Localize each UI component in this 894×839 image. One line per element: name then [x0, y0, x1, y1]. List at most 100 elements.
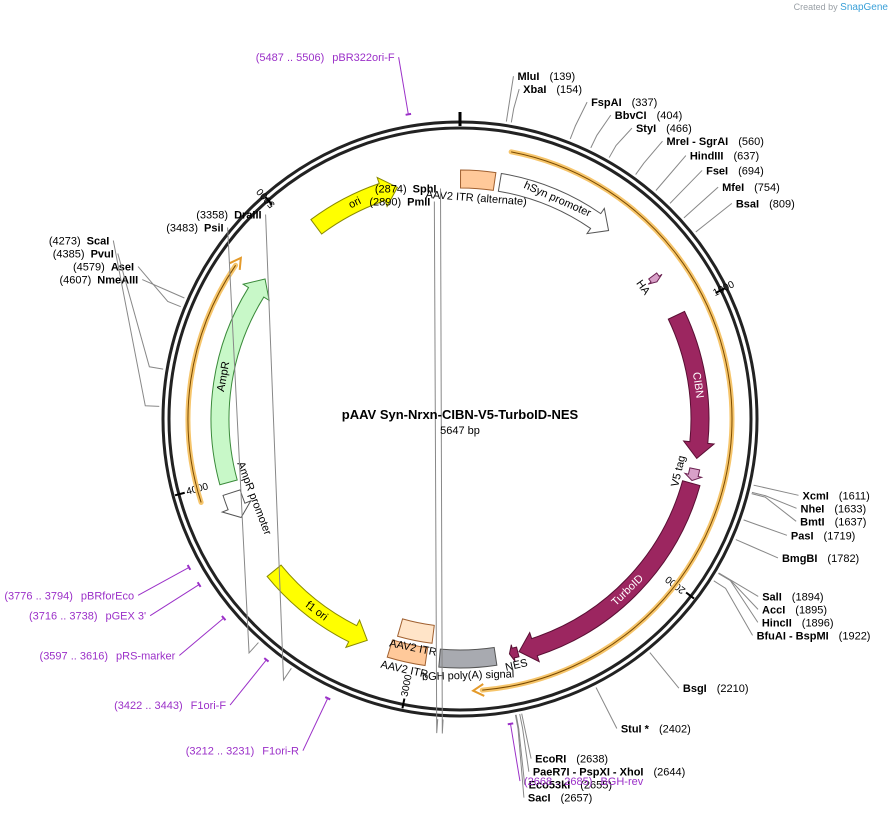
site-scai[interactable]: (4273)ScaI: [49, 236, 160, 407]
primer-pbrforeco[interactable]: (3776 .. 3794)pBRforEco: [4, 564, 192, 602]
site-leader: [669, 170, 703, 204]
backbone: [161, 112, 759, 718]
site-paer7i-pspxi-xhoi[interactable]: PaeR7I - PspXI - XhoI(2644): [519, 713, 686, 779]
site-draiii[interactable]: (3358) DraIII: [196, 210, 292, 682]
site-name: DraIII: [234, 210, 262, 222]
site-pos: (466): [666, 123, 692, 135]
site-bsgi[interactable]: BsgI(2210): [649, 652, 749, 696]
primer-leader: [302, 698, 329, 751]
tick-4000: [174, 491, 185, 497]
feature-nes[interactable]: [508, 644, 520, 662]
site-bsai[interactable]: BsaI(809): [695, 198, 795, 233]
site-name: SalI: [762, 591, 782, 603]
site-name: NheI: [801, 503, 825, 515]
site-leader: [635, 140, 663, 175]
site-bmti[interactable]: BmtI(1637): [751, 493, 867, 529]
feature-bgh[interactable]: [438, 646, 498, 669]
site-label: HincII(1896): [762, 617, 834, 629]
site-name: StuI *: [621, 724, 650, 736]
primer-leader: [179, 617, 225, 656]
primer-label: (5487 .. 5506)pBR322ori-F: [256, 52, 395, 64]
site-eco53ki[interactable]: Eco53kI(2655): [515, 714, 612, 792]
site-pvui[interactable]: (4385)PvuI: [53, 249, 164, 370]
feature-v5[interactable]: [683, 467, 704, 482]
site-bfuai-bspmi[interactable]: BfuAI - BspMI(1922): [713, 580, 871, 643]
primer-range: (3422 .. 3443): [114, 700, 183, 712]
site-leader: [735, 539, 779, 559]
primer-pgex-3[interactable]: (3716 .. 3738)pGEX 3': [29, 581, 202, 623]
site-psii[interactable]: (3483)PsiI: [166, 223, 259, 655]
site-xcmi[interactable]: XcmI(1611): [753, 484, 870, 502]
site-name: HindIII: [690, 151, 724, 163]
feature-ha[interactable]: [647, 272, 663, 285]
site-hincii[interactable]: HincII(1896): [718, 573, 834, 629]
feature-ori[interactable]: [310, 176, 399, 235]
site-leader: [521, 713, 532, 759]
site-fspai[interactable]: FspAI(337): [569, 97, 657, 140]
site-pos: (2655): [580, 780, 612, 792]
primer-name: pRS-marker: [116, 650, 176, 662]
site-pos: (3358): [196, 210, 228, 222]
site-mfei[interactable]: MfeI(754): [683, 182, 780, 219]
site-mrei-sgrai[interactable]: MreI - SgrAI(560): [635, 136, 764, 175]
site-nmeaiii[interactable]: (4607)NmeAIII: [59, 275, 185, 299]
site-styi[interactable]: StyI(466): [608, 123, 692, 158]
site-label: BfuAI - BspMI(1922): [757, 630, 871, 642]
site-sphi[interactable]: (2874) SphI: [375, 184, 444, 734]
primer-bgh-rev[interactable]: (2668 .. 2685)BGH-rev: [507, 722, 644, 788]
site-mlui[interactable]: MluI(139): [505, 71, 575, 122]
site-acci[interactable]: AccI(1895): [718, 572, 828, 616]
site-hindiii[interactable]: HindIII(637): [655, 151, 759, 191]
primer-f1ori-f[interactable]: (3422 .. 3443)F1ori-F: [114, 657, 270, 712]
feature-aav2-itr-1[interactable]: [386, 639, 429, 667]
site-sali[interactable]: SalI(1894): [718, 572, 824, 604]
backbone-inner-ring: [167, 126, 753, 712]
primer-range: (3776 .. 3794): [4, 590, 73, 602]
site-label: SalI(1894): [762, 591, 823, 603]
site-pos: (754): [754, 182, 780, 194]
primer-f1ori-r[interactable]: (3212 .. 3231)F1ori-R: [186, 696, 331, 758]
site-leader: [595, 687, 618, 729]
site-label: HindIII(637): [690, 151, 759, 163]
site-nhei[interactable]: NheI (1633): [751, 491, 866, 515]
site-pmli[interactable]: (2890)PmlI: [369, 197, 439, 734]
site-stui[interactable]: StuI *(2402): [595, 687, 691, 736]
site-xbai[interactable]: XbaI(154): [510, 84, 582, 123]
tick-3000: [401, 698, 406, 709]
site-name: BmtI: [800, 516, 824, 528]
feature-turboid[interactable]: [518, 480, 701, 663]
primer-name: pGEX 3': [106, 611, 147, 623]
feature-cibn[interactable]: [667, 310, 716, 460]
site-leader: [649, 652, 680, 689]
site-asei[interactable]: (4579)AseI: [73, 262, 181, 308]
primer-pbr322ori-f[interactable]: (5487 .. 5506)pBR322ori-F: [256, 52, 412, 116]
primer-prs-marker[interactable]: (3597 .. 3616)pRS-marker: [40, 615, 227, 662]
feature-aav2-itr-2[interactable]: [396, 618, 435, 644]
site-name: BsgI: [683, 683, 707, 695]
feature-hsyn[interactable]: [497, 172, 610, 235]
site-pos: (809): [769, 198, 795, 210]
site-name: SphI: [413, 184, 437, 196]
site-name: FseI: [706, 165, 728, 177]
site-leader: [505, 76, 514, 122]
tick-2000: [685, 591, 695, 600]
site-bbvci[interactable]: BbvCI(404): [590, 110, 682, 149]
site-fsei[interactable]: FseI(694): [669, 165, 764, 204]
site-ecori[interactable]: EcoRI(2638): [521, 713, 608, 766]
site-pos: (1633): [834, 503, 866, 515]
site-saci[interactable]: SacI(2657): [514, 714, 592, 805]
site-bmgbi[interactable]: BmgBI(1782): [735, 539, 859, 565]
site-pos: (2874): [375, 184, 407, 196]
tick-1000: [715, 287, 726, 294]
feature-ampr[interactable]: [210, 278, 270, 486]
site-leader: [590, 114, 612, 149]
site-label: (3358) DraIII: [196, 210, 261, 222]
site-pasi[interactable]: PasI(1719): [743, 519, 856, 542]
site-leader: [718, 572, 759, 610]
credit-prefix: Created by: [793, 2, 838, 12]
primers: (5487 .. 5506)pBR322ori-F(3776 .. 3794)p…: [4, 52, 643, 788]
plasmid-size: 5647 bp: [440, 425, 480, 437]
site-label: (4273)ScaI: [49, 236, 109, 248]
feature-aav2-itr-alt[interactable]: [460, 169, 497, 191]
feature-f1ori[interactable]: [266, 564, 368, 649]
